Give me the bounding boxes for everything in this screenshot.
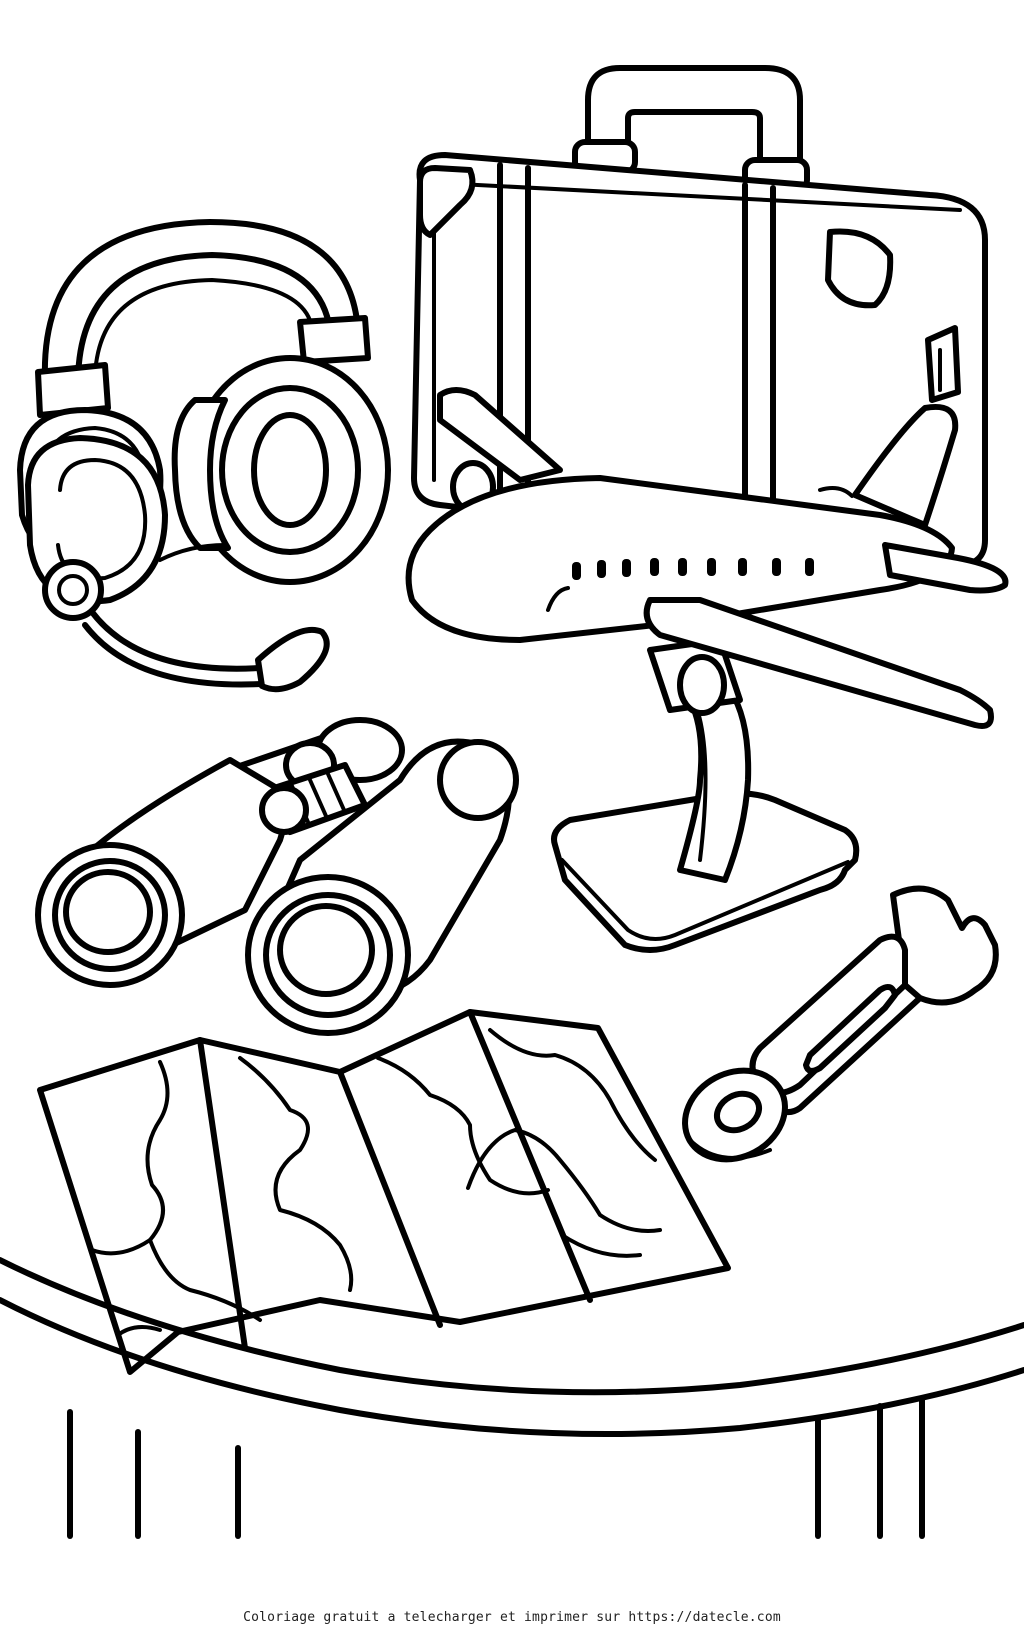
map-icon — [37, 1009, 731, 1375]
binoculars-icon — [35, 717, 519, 1036]
airplane-windows — [572, 558, 814, 580]
wrench-icon — [682, 885, 999, 1163]
footer-credit: Coloriage gratuit a telecharger et impri… — [243, 1610, 781, 1625]
table-icon — [0, 1257, 1024, 1539]
suitcase-icon — [411, 65, 988, 568]
headset-icon — [17, 219, 391, 693]
airplane-model-icon — [405, 387, 1009, 953]
